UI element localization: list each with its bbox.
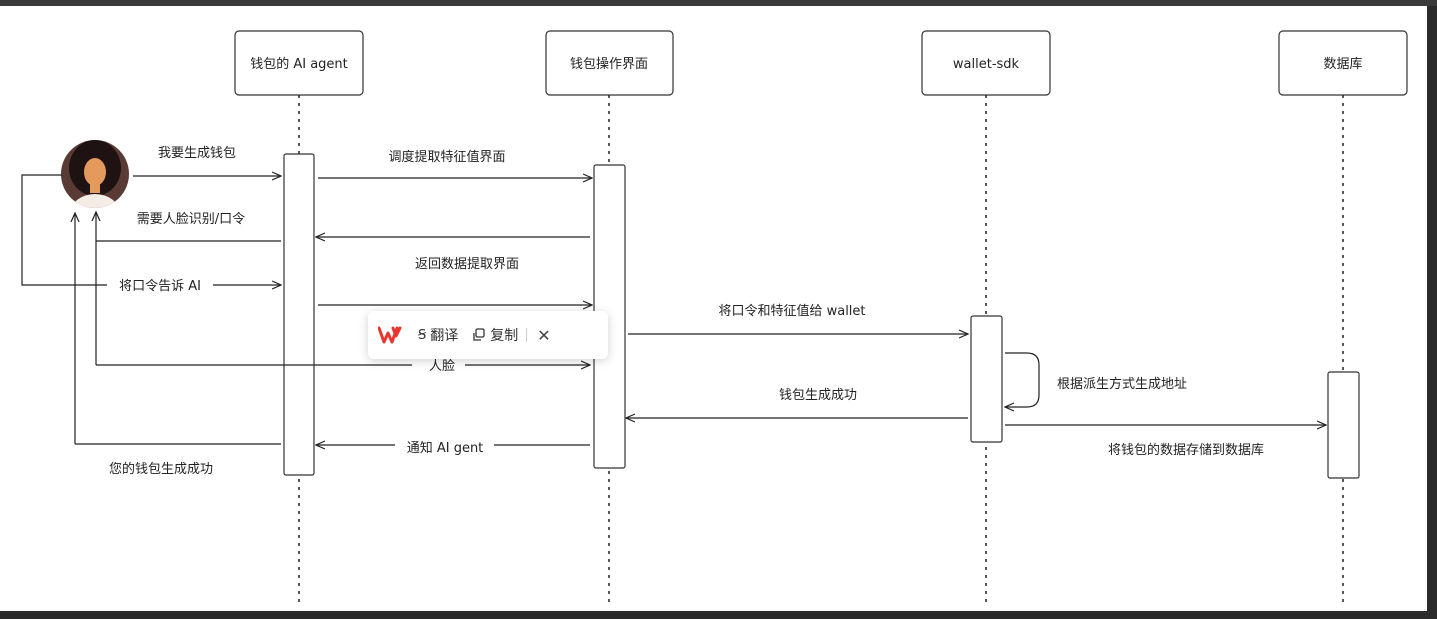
copy-label: 复制 xyxy=(490,328,519,344)
activation-agent xyxy=(283,153,315,476)
label-m7: 根据派生方式生成地址 xyxy=(1057,376,1187,392)
translate-label: 翻译 xyxy=(430,328,459,344)
activation-sdk xyxy=(970,315,1003,443)
translate-button[interactable]: Ꞩ 翻译 xyxy=(418,325,458,345)
label-m6: 将口令和特征值给 wallet xyxy=(718,303,865,319)
participant-agent: 钱包的 AI agent xyxy=(234,30,364,96)
diagram-canvas: 钱包的 AI agent 钱包操作界面 wallet-sdk 数据库 我要生成钱… xyxy=(0,6,1427,611)
close-icon[interactable]: ✕ xyxy=(537,325,551,345)
participant-db: 数据库 xyxy=(1278,30,1408,96)
label-m11: 通知 AI gent xyxy=(407,440,484,456)
label-m5: 将口令告诉 AI xyxy=(119,279,201,294)
participant-sdk-label: wallet-sdk xyxy=(953,57,1020,72)
label-m2: 调度提取特征值界面 xyxy=(388,149,505,165)
label-m12: 您的钱包生成成功 xyxy=(109,461,213,477)
activation-db xyxy=(1327,371,1360,479)
participant-agent-label: 钱包的 AI agent xyxy=(250,56,348,72)
label-m4: 返回数据提取界面 xyxy=(415,256,519,272)
top-window-bar xyxy=(0,0,1437,6)
wps-logo-icon[interactable] xyxy=(378,325,404,345)
toolbar-divider xyxy=(526,328,528,342)
participant-db-label: 数据库 xyxy=(1323,56,1362,72)
participant-sdk: wallet-sdk xyxy=(921,30,1051,96)
label-m1: 我要生成钱包 xyxy=(158,146,236,161)
arrow-m5-loop xyxy=(21,174,107,286)
translate-icon: Ꞩ xyxy=(418,327,427,343)
label-m8: 人脸 xyxy=(429,359,455,374)
label-m9: 钱包生成成功 xyxy=(779,388,857,403)
label-m3: 需要人脸识别/口令 xyxy=(137,212,245,227)
user-avatar xyxy=(61,140,129,208)
arrow-m7 xyxy=(1005,352,1040,407)
sequence-diagram: 钱包的 AI agent 钱包操作界面 wallet-sdk 数据库 我要生成钱… xyxy=(21,30,1408,605)
copy-button[interactable]: 复制 xyxy=(472,325,518,345)
copy-icon xyxy=(473,328,485,341)
participant-ui: 钱包操作界面 xyxy=(545,30,674,96)
floating-selection-toolbar: Ꞩ 翻译 复制 ✕ xyxy=(368,311,608,359)
label-m10: 将钱包的数据存储到数据库 xyxy=(1108,442,1264,458)
participant-ui-label: 钱包操作界面 xyxy=(570,56,648,72)
